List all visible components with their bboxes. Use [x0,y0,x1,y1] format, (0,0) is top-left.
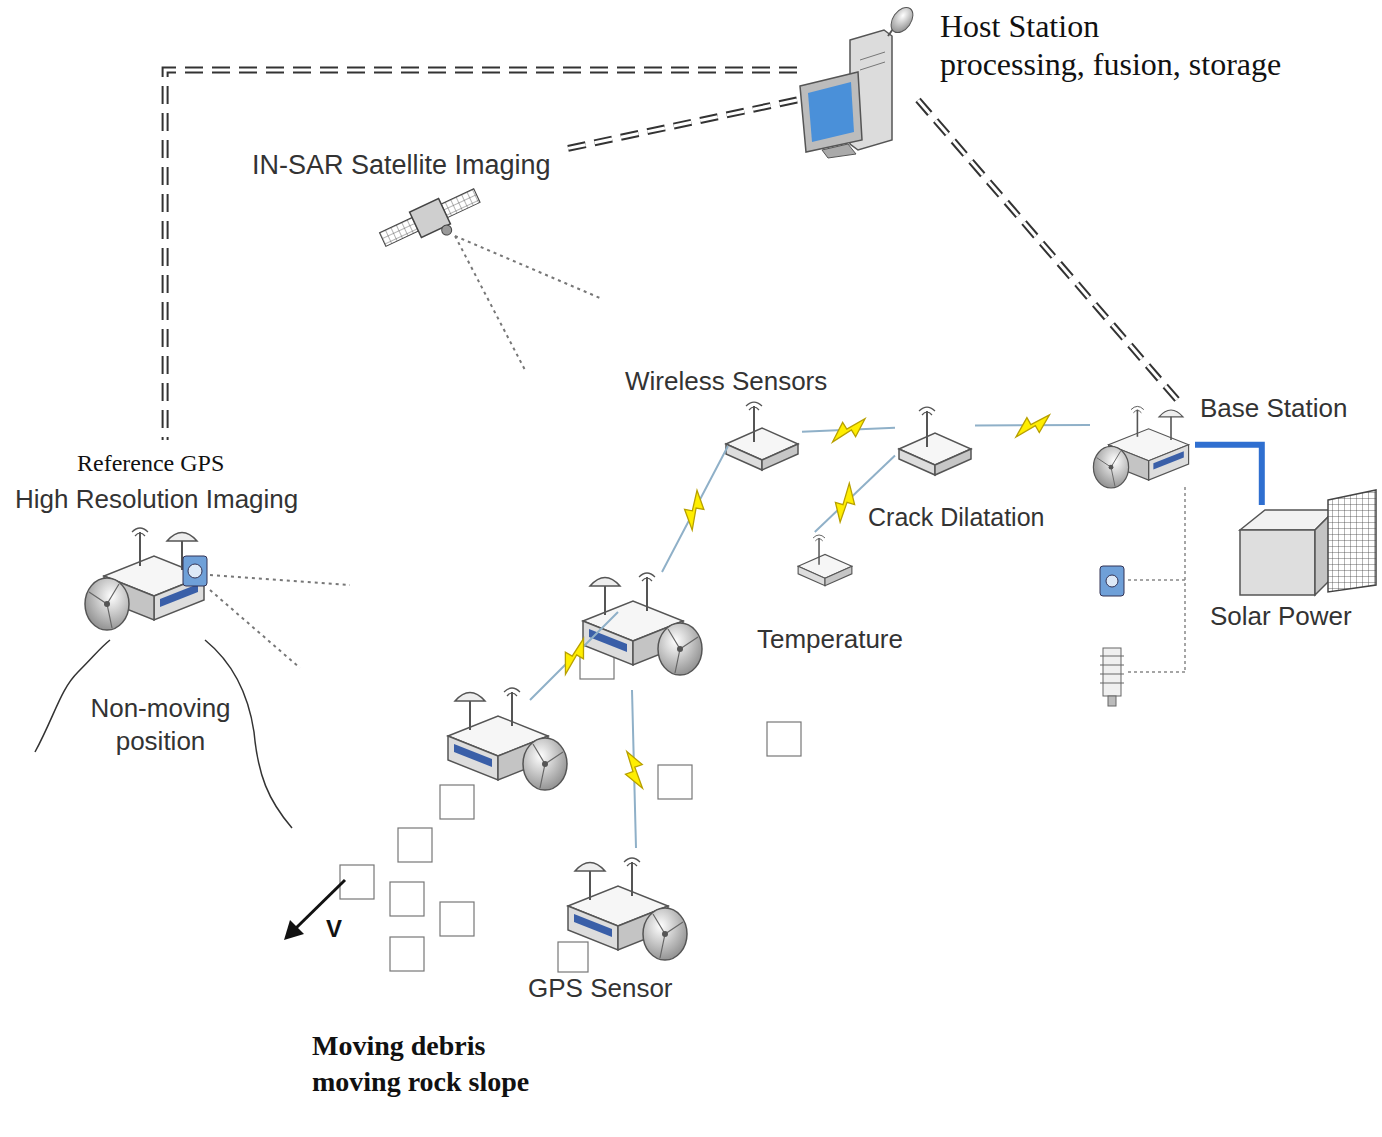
base-station: Base Station [1090,403,1195,485]
ground-line [35,640,292,828]
solar-power: Solar Power [1238,505,1378,597]
velocity-label: V [326,915,342,943]
satellite-station: IN-SAR Satellite Imaging [248,148,560,255]
gps-station [583,573,702,675]
gps-sensor: GPS Sensor [560,850,690,965]
data-link [560,100,797,150]
radio-link [530,446,728,848]
node-label: processing, fusion, storage [940,46,1281,83]
crack-sensor: Crack Dilatation [895,403,975,478]
weather-sensor [1100,648,1124,706]
camera [1100,566,1124,596]
wireless-sensor [726,402,798,470]
gps-station [568,858,687,960]
node-label: GPS Sensor [528,973,673,1004]
node-label: Temperature [757,624,903,655]
node-label: High Resolution Imaging [15,484,298,515]
crack-sensor [899,407,971,475]
ground-label: Non-moving position [78,692,243,757]
camera [183,556,207,586]
node-label: IN-SAR Satellite Imaging [252,150,551,181]
data-link [918,100,1180,403]
radio-link [975,410,1090,441]
node-label: Crack Dilatation [868,503,1044,532]
radio-link [802,414,895,446]
wireless-sensor: Wireless Sensors [722,398,802,473]
base-station [1093,406,1188,488]
power-cable [1195,445,1262,505]
imaging-beam [210,575,350,668]
node-label: Wireless Sensors [625,366,827,397]
slope-outline [245,290,1100,1137]
temperature-sensor [798,535,852,586]
node-label: Moving debris moving rock slope [312,1028,574,1101]
target-marker [340,645,801,972]
temperature-sensor: Temperature [795,532,855,588]
slope-region: Moving debris moving rock slope Wireless … [245,290,1100,1137]
satellite [377,183,487,260]
sensing-beam [455,236,600,370]
reference-station [85,528,204,630]
node-label: Host Station [940,8,1099,45]
accessory-wire [1128,487,1185,672]
node-label: Base Station [1200,393,1347,424]
reference-station: Reference GPS High Resolution Imaging [12,440,335,645]
gps-station [448,688,567,790]
host-station: Host Stationprocessing, fusion, storage [797,8,918,158]
slope-area [254,296,1095,1137]
solar-unit [1240,490,1376,595]
node-label: Solar Power [1210,601,1352,632]
node-label: Reference GPS [77,450,224,477]
host-computer [800,3,917,158]
